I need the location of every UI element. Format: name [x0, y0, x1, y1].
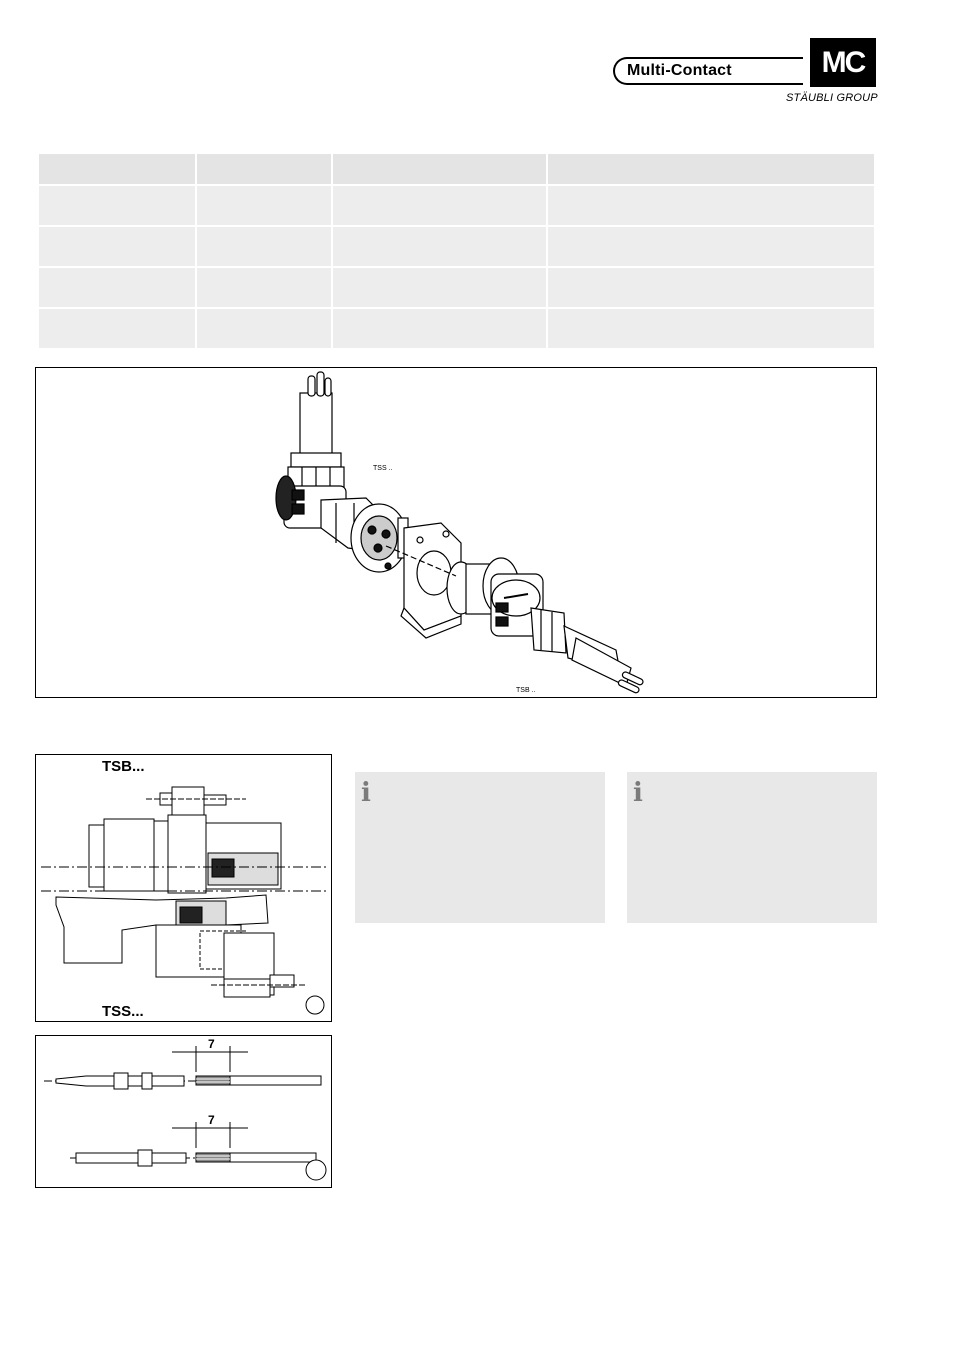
table-cell — [197, 227, 331, 266]
table-cell — [197, 309, 331, 348]
table-cell — [548, 309, 874, 348]
table-cell — [333, 309, 546, 348]
section-drawing: TSB... TSS... — [41, 758, 326, 1020]
table-cell — [39, 309, 195, 348]
table-cell — [39, 186, 195, 225]
info-icon: i — [361, 778, 371, 808]
table-cell — [197, 186, 331, 225]
table-row — [39, 309, 874, 348]
table-cell — [39, 268, 195, 307]
table-row — [39, 227, 874, 266]
label-socket: TSS .. — [373, 465, 393, 472]
brand-pill — [613, 57, 803, 85]
assembly-figure: TSS .. TSB .. — [35, 367, 877, 698]
section-figure: TSB... TSS... — [35, 754, 332, 1022]
label-plug: TSB .. — [516, 687, 536, 694]
info-box-left: i — [355, 772, 605, 923]
label-tss: TSS... — [102, 1003, 144, 1020]
table-row — [39, 268, 874, 307]
table-cell — [548, 268, 874, 307]
brand-name: Multi-Contact — [627, 62, 732, 79]
table-cell — [548, 227, 874, 266]
table-cell — [548, 186, 874, 225]
strip-figure: 7 7 — [35, 1035, 332, 1188]
info-icon: i — [633, 778, 643, 808]
table-cell — [333, 268, 546, 307]
group-name: STÄUBLI GROUP — [786, 92, 878, 104]
mc-logo-text: MC — [821, 45, 867, 79]
mc-logo: MC — [810, 38, 876, 87]
table-header-row — [39, 154, 874, 184]
info-box-right: i — [627, 772, 877, 923]
connector-assembly-drawing: TSS .. TSB .. — [275, 371, 644, 694]
dim-top: 7 — [208, 1037, 215, 1051]
strip-drawing: 7 7 — [44, 1037, 327, 1181]
label-tsb: TSB... — [102, 758, 145, 775]
table-cell — [39, 154, 195, 184]
table-cell — [197, 154, 331, 184]
table-cell — [39, 227, 195, 266]
table-cell — [333, 154, 546, 184]
spec-table — [37, 152, 876, 350]
table-row — [39, 186, 874, 225]
table-cell — [197, 268, 331, 307]
table-cell — [333, 227, 546, 266]
table-cell — [548, 154, 874, 184]
dim-bottom: 7 — [208, 1113, 215, 1127]
table-cell — [333, 186, 546, 225]
